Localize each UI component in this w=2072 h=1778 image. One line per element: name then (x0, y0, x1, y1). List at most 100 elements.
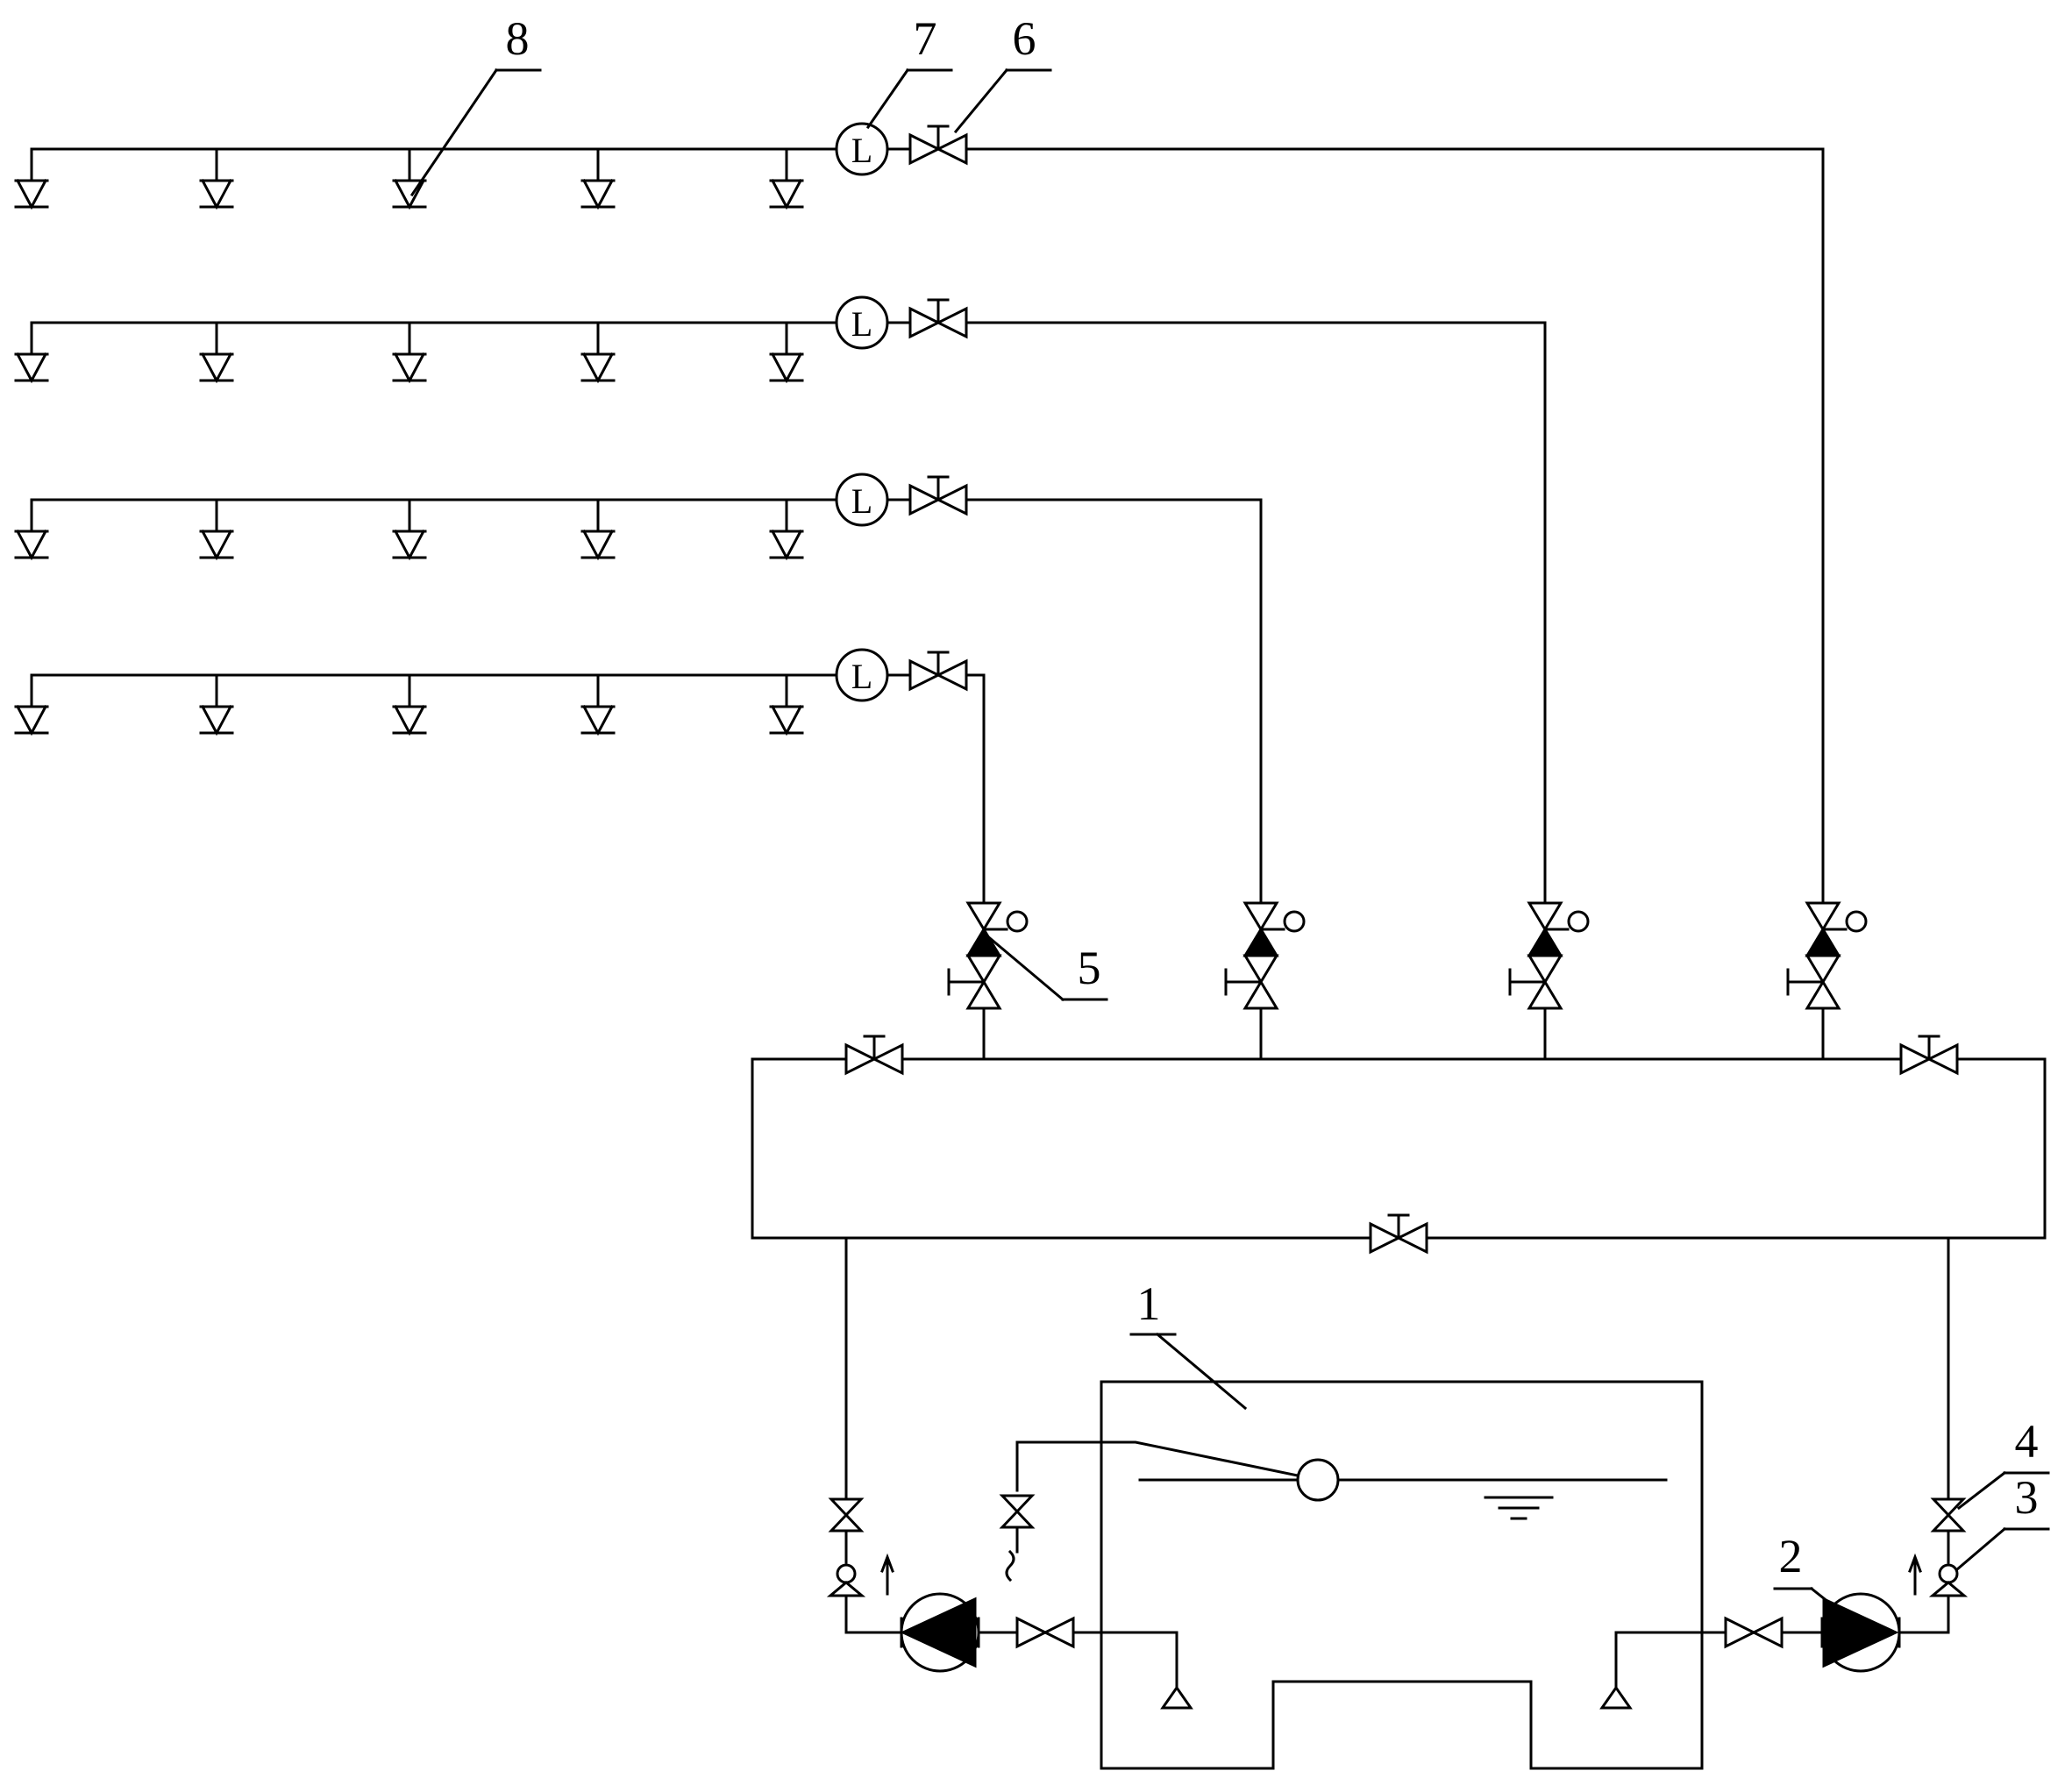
sprinkler-head-1-1 (14, 178, 49, 210)
flow-meter-3-ring (835, 473, 889, 527)
right-suction-pipe (1614, 1631, 1727, 1694)
branch-valve-2-stem (927, 298, 950, 324)
flow-meter-1-letter: L (851, 131, 872, 170)
left-pump-valve (828, 1497, 865, 1533)
solenoid-2-top (1527, 901, 1563, 932)
sprinkler-head-4-1 (14, 704, 49, 736)
solenoid-2-actuator (1567, 910, 1590, 933)
right-foot-valve (1599, 1685, 1633, 1710)
solenoid-stack-2 (1508, 901, 1590, 1010)
callout-sprinkler-leader (409, 68, 542, 197)
manual-valve-4-handle (947, 968, 986, 996)
left-pump-flanges (900, 1617, 980, 1648)
branch-4-supply (965, 673, 986, 905)
right-suction-valve-body (1724, 1616, 1784, 1649)
callout-tank: 1 (1129, 1277, 1248, 1411)
callout-tank-leader (1129, 1332, 1248, 1411)
sprinkler-head-3-5 (769, 529, 804, 561)
branch-4-lateral (30, 673, 845, 708)
component-symbols (14, 124, 1969, 1710)
sprinkler-head-4-2 (199, 704, 234, 736)
branch-valve-1 (908, 124, 968, 166)
sprinkler-head-2-5 (769, 352, 804, 384)
right-pump-flanges (1820, 1617, 1901, 1648)
flow-meter-1-ring (835, 122, 889, 176)
header-loop (751, 1057, 2047, 1240)
callout-pump-number: 2 (1779, 1530, 1803, 1582)
solenoid-1-top (1805, 901, 1841, 932)
flow-meter-4-letter: L (851, 657, 872, 696)
callout-pump-valve: 4 (1956, 1415, 2050, 1511)
sprinkler-head-2-3 (392, 352, 427, 384)
callout-sprinkler: 8 (409, 12, 542, 197)
manual-valve-2-handle (1508, 968, 1547, 996)
flow-meters: L L L L (835, 122, 889, 702)
callout-tank-number: 1 (1137, 1277, 1161, 1330)
solenoid-stack-4 (947, 901, 1029, 1010)
solenoid-2-bottom (1527, 927, 1563, 957)
sprinkler-head-3-3 (392, 529, 427, 561)
branch-valve-1-stem (927, 124, 950, 151)
flow-meter-3: L (835, 473, 889, 527)
solenoid-stack-3 (1224, 901, 1306, 1010)
right-flow-arrow (1908, 1553, 1922, 1596)
float-linkage (1015, 1440, 1299, 1492)
solenoid-1-actuator (1845, 910, 1868, 933)
flow-meter-1: L (835, 122, 889, 176)
branch-3-lateral (30, 498, 845, 533)
right-suction-valve (1724, 1616, 1784, 1649)
callout-pump-valve-number: 4 (2015, 1415, 2039, 1468)
callout-labels: 1 2 34 5 6 7 8 (409, 12, 2050, 1618)
callout-check-valve-number: 3 (2015, 1471, 2039, 1524)
solenoid-3-top (1242, 901, 1279, 932)
sprinkler-head-1-5 (769, 178, 804, 210)
sprinkler-head-2-2 (199, 352, 234, 384)
callout-branch-valve-leader (953, 68, 1052, 134)
left-suction-pipe (1072, 1631, 1178, 1694)
sprinkler-head-1-3 (392, 178, 427, 210)
branch-1-lateral (30, 147, 845, 182)
flow-meter-2-ring (835, 295, 889, 350)
flow-meter-4: L (835, 648, 889, 702)
callout-solenoid-valve: 5 (983, 932, 1108, 1002)
callout-flow-meter-leader (865, 68, 953, 130)
callout-sprinkler-number: 8 (506, 12, 530, 65)
makeup-inlet-break (1005, 1549, 1015, 1582)
flow-meter-3-letter: L (851, 481, 872, 521)
flow-meter-2-letter: L (851, 304, 872, 344)
branch-2-lateral (30, 321, 845, 356)
sprinkler-head-4-5 (769, 704, 804, 736)
solenoid-3-bottom (1242, 927, 1279, 957)
callout-pump-valve-leader (1956, 1470, 2050, 1511)
water-tank (1100, 1380, 1704, 1770)
sprinkler-head-1-4 (580, 178, 616, 210)
float-ball (1296, 1458, 1340, 1502)
callout-check-valve: 3 (1955, 1471, 2050, 1572)
left-suction-valve-body (1015, 1616, 1075, 1649)
pipe-network (30, 147, 2047, 1770)
solenoid-3-actuator (1283, 910, 1306, 933)
right-pump (1820, 1592, 1901, 1673)
manual-valve-1-handle (1786, 968, 1825, 996)
callout-branch-valve-number: 6 (1013, 12, 1036, 65)
callout-flow-meter-number: 7 (914, 12, 937, 65)
callout-solenoid-valve-leader (983, 932, 1108, 1002)
branch-valve-3-stem (927, 475, 950, 501)
left-suction-valve (1015, 1616, 1075, 1649)
left-pump-outlet (844, 1594, 901, 1634)
callout-pump: 2 (1773, 1530, 1848, 1618)
solenoid-stack-1 (1786, 901, 1868, 1010)
left-check-seat (826, 1581, 866, 1597)
solenoid-4-actuator (1006, 910, 1029, 933)
right-check-seat (1928, 1581, 1969, 1597)
header-valve-left-stem (863, 1035, 886, 1061)
sprinkler-head-3-2 (199, 529, 234, 561)
header-valve-right (1899, 1035, 1959, 1076)
left-pump (900, 1592, 980, 1673)
sprinkler-head-2-4 (580, 352, 616, 384)
left-check-valve (836, 1563, 857, 1584)
left-foot-valve (1160, 1685, 1193, 1710)
sprinkler-head-4-4 (580, 704, 616, 736)
branch-3-supply (965, 498, 1263, 905)
